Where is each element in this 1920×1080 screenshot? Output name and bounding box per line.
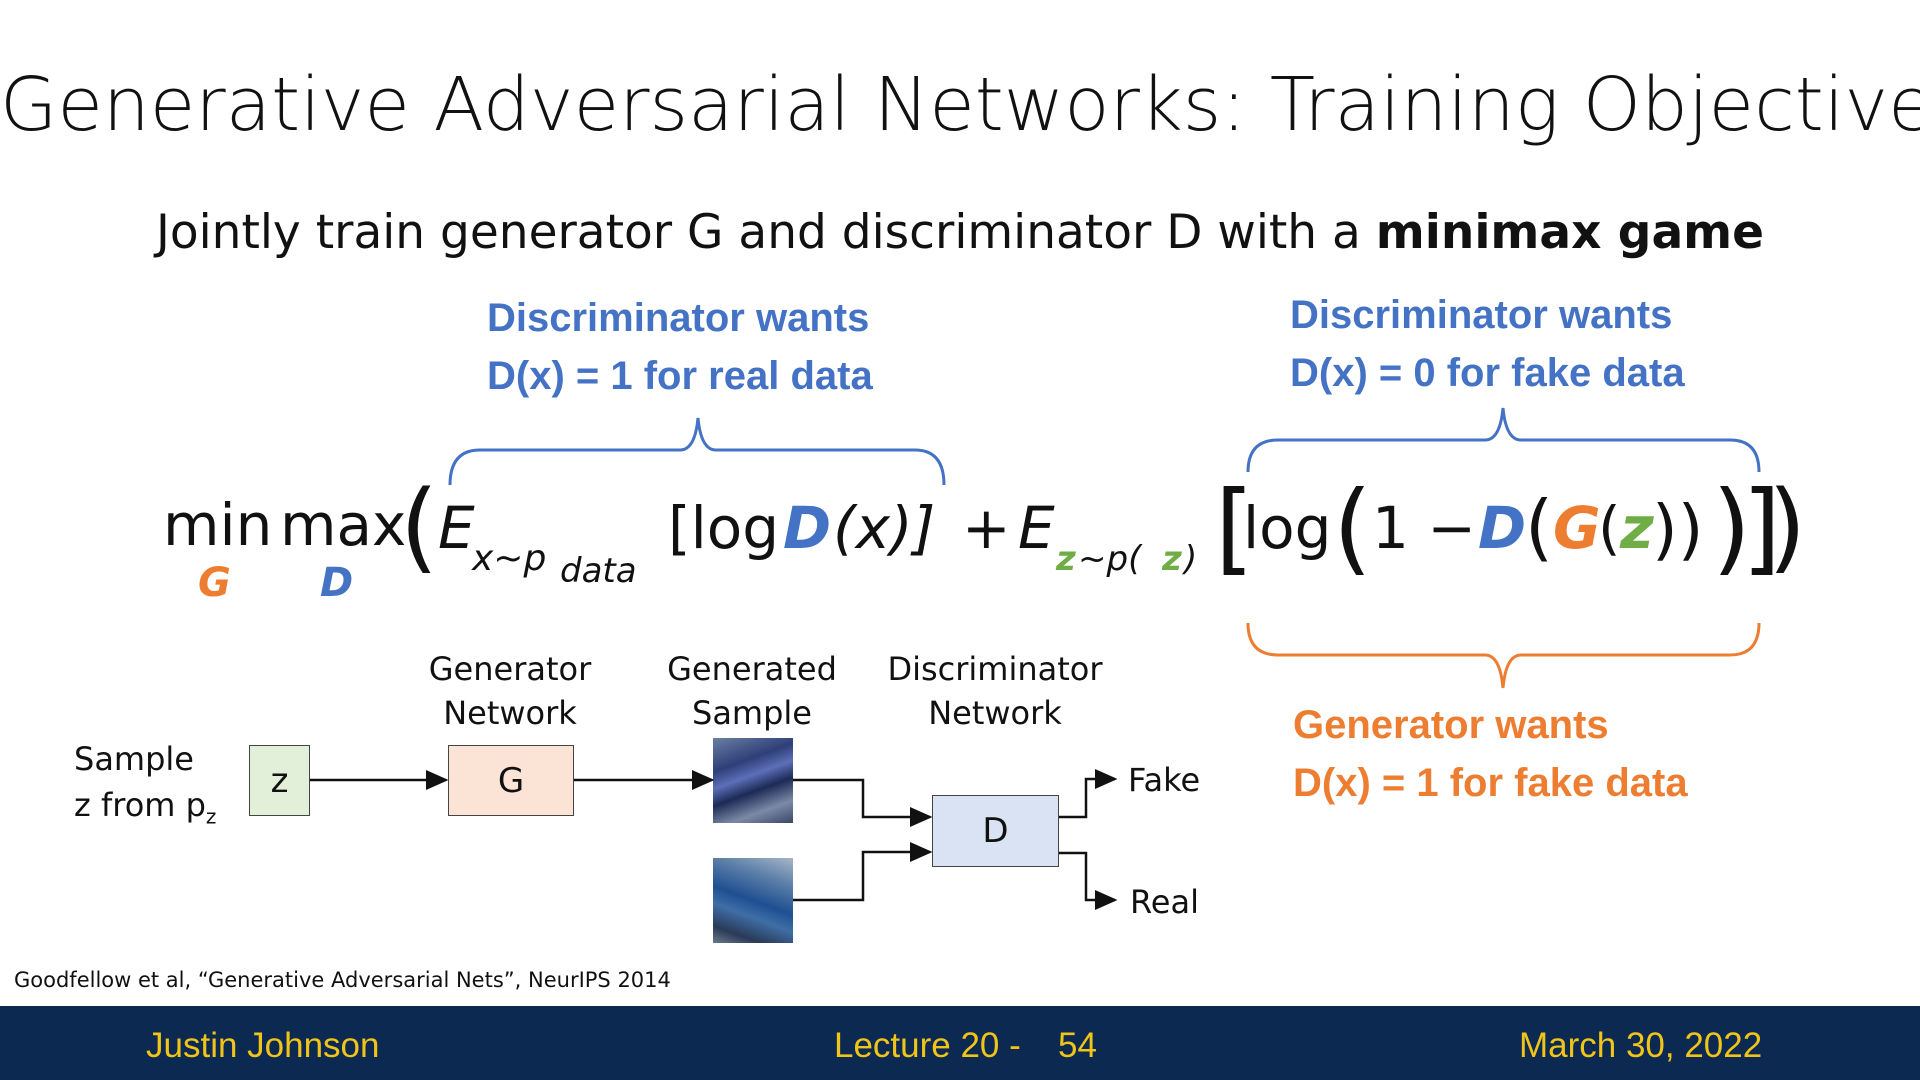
generator-box: G — [448, 745, 574, 816]
formula-z: z — [1619, 494, 1654, 562]
footer-bar: Justin Johnson Lecture 20 - 54 March 30,… — [0, 1006, 1920, 1080]
formula-E1-subsub: data — [560, 551, 637, 591]
footer-date: March 30, 2022 — [1519, 1026, 1763, 1065]
formula-E2-sub-close: ) — [1181, 539, 1197, 579]
subtitle-bold: minimax game — [1375, 205, 1765, 260]
real-label: Real — [1130, 883, 1199, 921]
minimax-formula: min G max D ( E x~p data [log D (x)] + E… — [163, 470, 1806, 606]
formula-paren-z-open: ( — [1598, 494, 1621, 562]
annotation-gen: Generator wants D(x) = 1 for fake data — [1293, 696, 1688, 812]
formula-x-arg: (x)] — [833, 494, 935, 562]
fake-label: Fake — [1128, 761, 1201, 799]
annotation-disc-fake: Discriminator wants D(x) = 0 for fake da… — [1290, 286, 1685, 402]
discriminator-box: D — [932, 795, 1059, 867]
annotation-disc-real: Discriminator wants D(x) = 1 for real da… — [487, 289, 873, 405]
formula-open-bracket: [ — [1215, 470, 1254, 586]
annotation-disc-real-line2: D(x) = 1 for real data — [487, 354, 873, 398]
z-box: z — [249, 745, 310, 816]
footer-lecture: Lecture 20 - — [834, 1026, 1021, 1065]
formula-D1: D — [783, 494, 831, 562]
formula-min: min — [163, 491, 272, 559]
footer-page-number: 54 — [1058, 1026, 1097, 1065]
annotation-disc-fake-line1: Discriminator wants — [1290, 293, 1673, 337]
formula-open-paren2: ( — [1333, 470, 1372, 586]
annotation-disc-real-line1: Discriminator wants — [487, 296, 870, 340]
sample-label-line2-text: z from p — [74, 786, 206, 824]
formula-paren-g-open: ( — [1525, 485, 1553, 569]
discriminator-network-label: Discriminator Network — [880, 647, 1110, 735]
formula-E2-sub-z2: z — [1161, 539, 1182, 579]
formula-max-sub: D — [320, 560, 353, 606]
generated-sample-image — [713, 738, 793, 823]
generator-label-line1: Generator — [428, 650, 592, 688]
sample-label-line2-sub: z — [205, 804, 217, 829]
arrow-fake-to-d — [793, 778, 933, 827]
arrow-d-to-fake — [1059, 769, 1118, 819]
sample-label-line1: Sample — [74, 740, 194, 778]
real-sample-image — [713, 858, 793, 943]
formula-log1: [log — [668, 494, 779, 562]
formula-open-paren: ( — [400, 470, 438, 584]
brace-fake-data — [1246, 407, 1761, 473]
generated-label-line1: Generated — [667, 650, 837, 688]
annotation-disc-fake-line2: D(x) = 0 for fake data — [1290, 351, 1685, 395]
formula-D2: D — [1478, 494, 1526, 562]
sample-label: Sample z from pz — [74, 736, 216, 839]
generated-sample-label: Generated Sample — [660, 647, 844, 735]
generator-label-line2: Network — [443, 694, 577, 732]
brace-generator — [1246, 622, 1761, 689]
formula-E1: E — [438, 494, 475, 562]
annotation-gen-line1: Generator wants — [1293, 703, 1609, 747]
arrow-real-to-d — [793, 842, 933, 902]
formula-close-bracket: ] — [1742, 470, 1781, 586]
formula-close-paren-z: )) — [1652, 491, 1704, 568]
discriminator-label-line1: Discriminator — [887, 650, 1103, 688]
formula-close-paren-big: ) — [1712, 470, 1751, 586]
sample-label-line2: z from pz — [74, 782, 216, 839]
footer-author: Justin Johnson — [146, 1026, 380, 1065]
slide-title: Generative Adversarial Networks: Trainin… — [0, 62, 1920, 148]
subtitle-text: Jointly train generator G and discrimina… — [155, 205, 1376, 260]
formula-log2: log — [1243, 494, 1331, 562]
formula-plus: + — [962, 494, 1011, 562]
brace-real-data — [448, 417, 946, 486]
formula-E2-sub-z: z — [1055, 539, 1076, 579]
slide-subtitle: Jointly train generator G and discrimina… — [0, 205, 1920, 260]
citation: Goodfellow et al, “Generative Adversaria… — [14, 968, 671, 992]
formula-one-minus: 1 − — [1372, 494, 1476, 562]
formula-E2-sub-mid: ~p( — [1078, 539, 1143, 579]
formula-E1-sub: x~p — [471, 538, 546, 579]
formula-max: max — [280, 491, 406, 559]
formula-E2: E — [1018, 494, 1055, 562]
generated-label-line2: Sample — [692, 694, 812, 732]
annotation-gen-line2: D(x) = 1 for fake data — [1293, 761, 1688, 805]
formula-close-paren-final: ) — [1768, 470, 1806, 584]
discriminator-label-line2: Network — [928, 694, 1062, 732]
generator-network-label: Generator Network — [420, 647, 600, 735]
formula-G: G — [1553, 494, 1601, 562]
arrow-d-to-real — [1059, 851, 1118, 910]
formula-min-sub: G — [198, 560, 231, 606]
